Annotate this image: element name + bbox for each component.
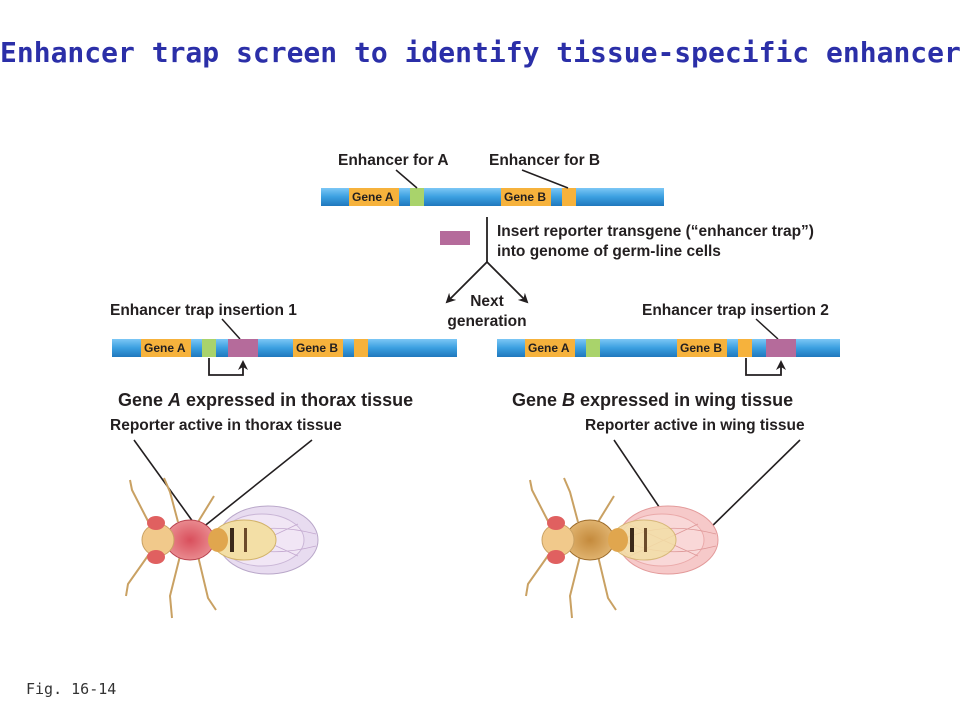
right-expression-text: Gene B expressed in wing tissue bbox=[512, 390, 793, 410]
left-pointer-a bbox=[133, 439, 197, 527]
enhancer-b-block bbox=[562, 188, 576, 206]
insertion-1-label: Enhancer trap insertion 1 bbox=[110, 302, 297, 319]
gene-b-block bbox=[293, 339, 343, 357]
enhancer-b-block bbox=[738, 339, 752, 357]
gene-a-label: Gene A bbox=[528, 341, 570, 355]
reporter-transgene bbox=[440, 231, 470, 245]
insert-text-line2: into genome of germ-line cells bbox=[497, 243, 721, 260]
figure-label: Fig. 16-14 bbox=[26, 680, 117, 698]
slide-title: Enhancer trap screen to identify tissue-… bbox=[0, 36, 960, 69]
insertion-1-pointer bbox=[221, 318, 241, 340]
left-expression-text: Gene A expressed in thorax tissue bbox=[118, 390, 413, 410]
activation-arrow-left bbox=[208, 358, 248, 376]
gene-b-block bbox=[677, 339, 727, 357]
enhancer-b-pointer bbox=[521, 169, 569, 189]
enhancer-a-block bbox=[202, 339, 216, 357]
next-generation-line2: generation bbox=[447, 313, 526, 330]
left-reporter-text: Reporter active in thorax tissue bbox=[110, 417, 342, 434]
reporter-insert-block bbox=[766, 339, 796, 357]
dna-strand bbox=[497, 339, 840, 357]
reporter-insert-block bbox=[228, 339, 258, 357]
gene-b-block bbox=[501, 188, 551, 206]
enhancer-a-pointer bbox=[395, 169, 418, 189]
fly-wing-reporter bbox=[525, 477, 719, 619]
left-chromosome: Gene A Gene B bbox=[112, 339, 457, 357]
insert-text-line1: Insert reporter transgene (“enhancer tra… bbox=[497, 223, 814, 240]
enhancer-a-block bbox=[410, 188, 424, 206]
gene-a-block bbox=[349, 188, 399, 206]
left-pointer-b bbox=[201, 439, 313, 529]
split-arrow-left bbox=[445, 261, 488, 304]
eye bbox=[147, 550, 165, 564]
dna-strand bbox=[112, 339, 457, 357]
eye bbox=[147, 516, 165, 530]
gene-b-label: Gene B bbox=[504, 190, 546, 204]
enhancer-b-block bbox=[354, 339, 368, 357]
scutellum bbox=[208, 528, 228, 552]
gene-b-label: Gene B bbox=[296, 341, 338, 355]
eye bbox=[547, 550, 565, 564]
right-pointer-b bbox=[703, 439, 801, 535]
enhancer-a-block bbox=[586, 339, 600, 357]
enhancer-b-label: Enhancer for B bbox=[489, 152, 600, 169]
insertion-2-pointer bbox=[755, 318, 779, 340]
scutellum bbox=[608, 528, 628, 552]
eye bbox=[547, 516, 565, 530]
right-reporter-text: Reporter active in wing tissue bbox=[585, 417, 805, 434]
split-arrow-right bbox=[486, 261, 529, 304]
insertion-2-label: Enhancer trap insertion 2 bbox=[642, 302, 829, 319]
gene-a-label: Gene A bbox=[144, 341, 186, 355]
right-chromosome: Gene A Gene B bbox=[497, 339, 840, 357]
next-generation-line1: Next bbox=[470, 293, 504, 310]
gene-a-block bbox=[141, 339, 191, 357]
activation-arrow-right bbox=[745, 358, 786, 376]
fly-thorax-reporter bbox=[125, 477, 319, 619]
gene-a-label: Gene A bbox=[352, 190, 394, 204]
dna-strand bbox=[321, 188, 664, 206]
top-chromosome: Gene A Gene B bbox=[321, 188, 664, 206]
gene-a-block bbox=[525, 339, 575, 357]
gene-b-label: Gene B bbox=[680, 341, 722, 355]
enhancer-a-label: Enhancer for A bbox=[338, 152, 449, 169]
